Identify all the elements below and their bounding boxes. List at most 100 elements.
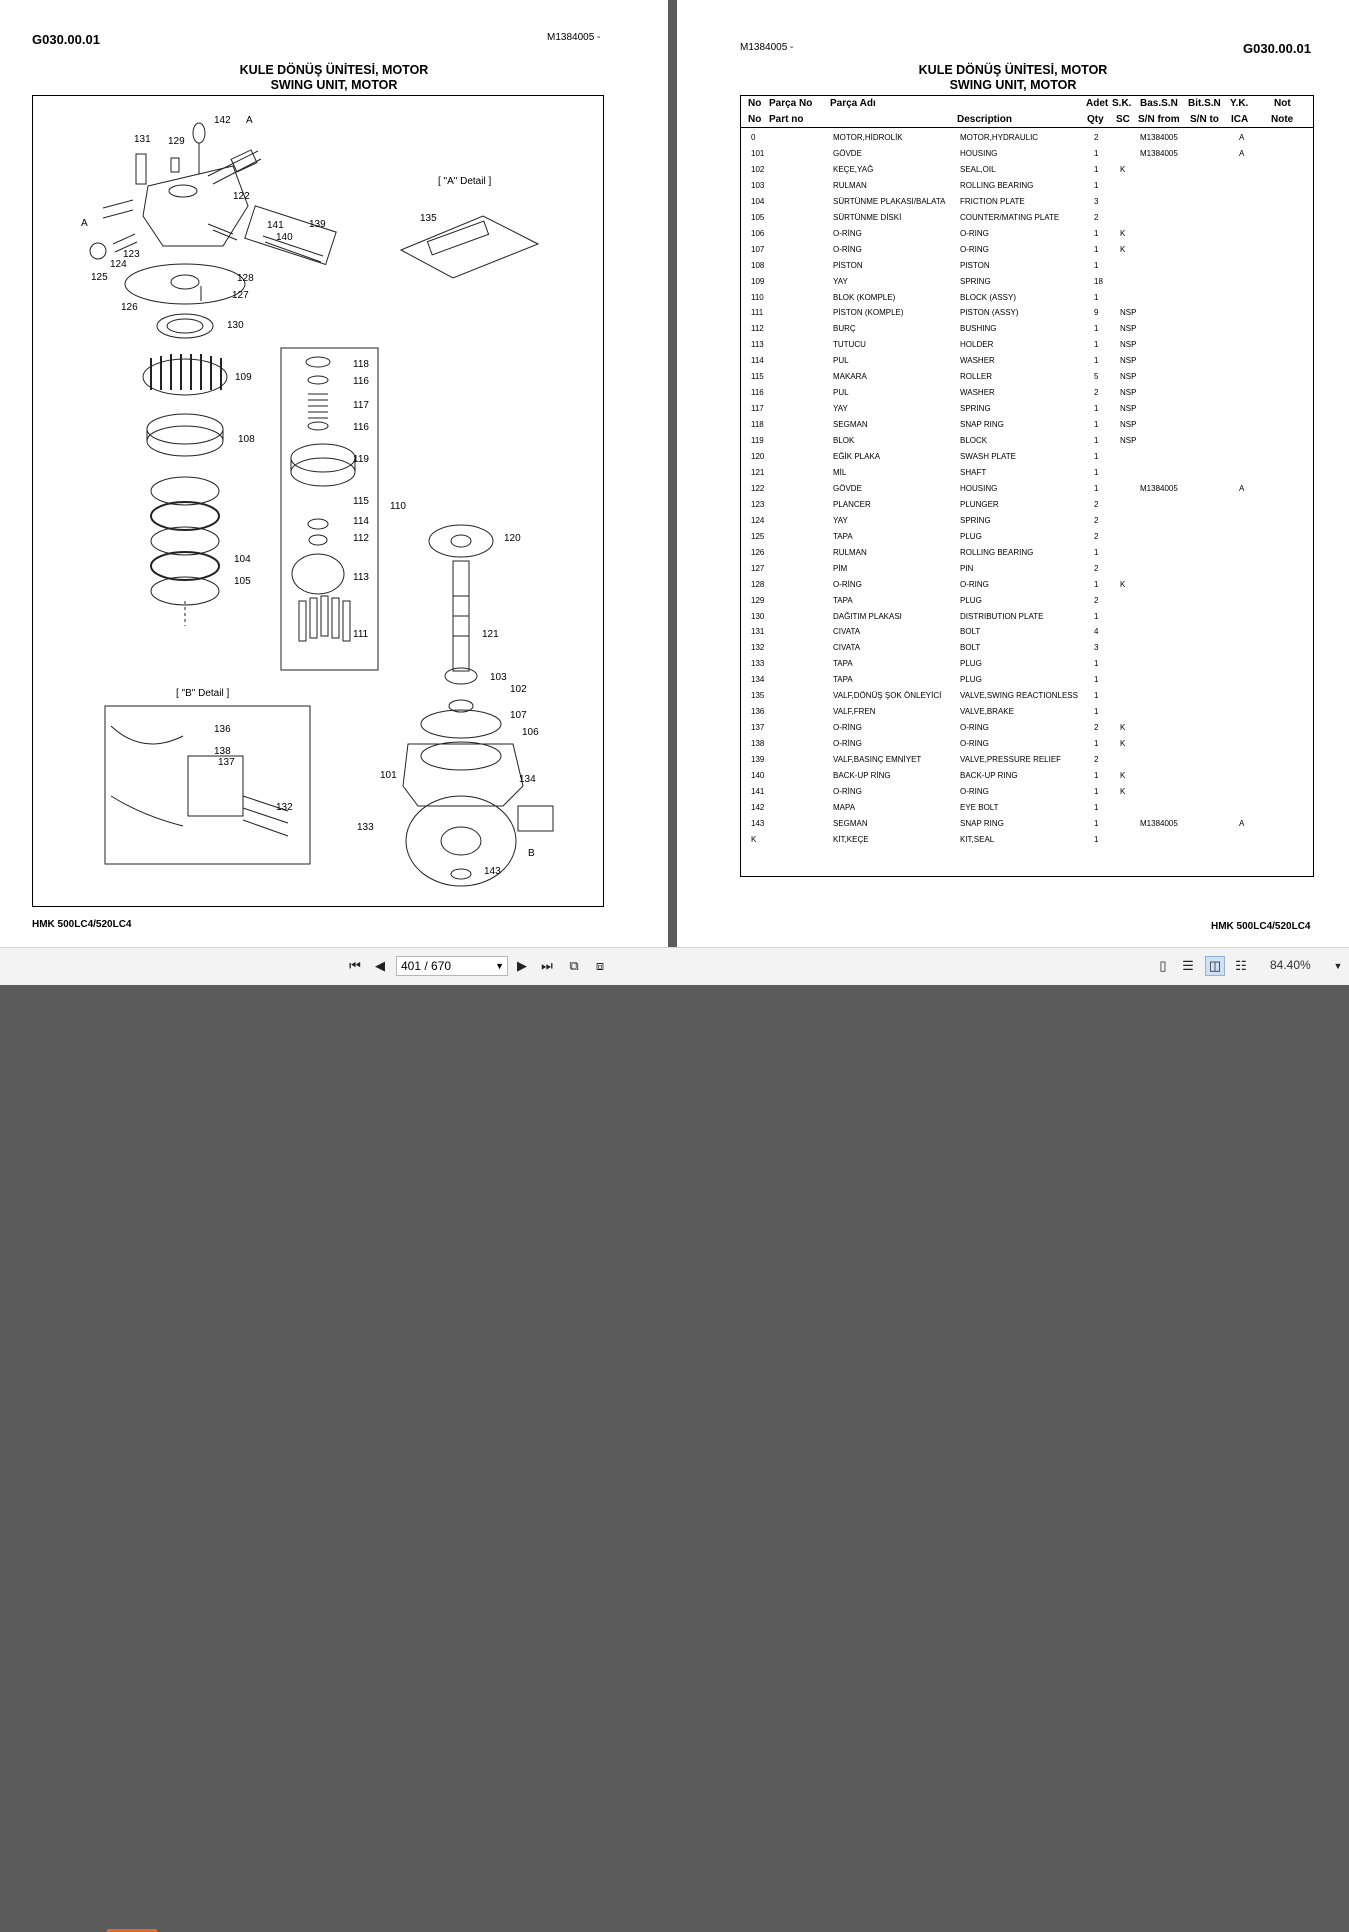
cell-en: O-RING bbox=[960, 786, 989, 796]
cell-qty: 1 bbox=[1094, 739, 1099, 749]
next-page-icon[interactable]: ▶ bbox=[517, 958, 527, 973]
cell-en: COUNTER/MATING PLATE bbox=[960, 212, 1060, 222]
cell-en: MOTOR,HYDRAULIC bbox=[960, 133, 1039, 142]
cell-qty: 1 bbox=[1094, 818, 1099, 828]
cell-no: 137 bbox=[751, 723, 765, 733]
cell-tr: VALF,BASINÇ EMNİYET bbox=[833, 755, 922, 765]
cell-en: SHAFT bbox=[960, 467, 987, 477]
cell-yk: A bbox=[1239, 483, 1245, 493]
cell-qty: 1 bbox=[1094, 611, 1099, 621]
cell-en: SPRING bbox=[960, 515, 991, 525]
two-page-icon[interactable]: ◫ bbox=[1205, 956, 1225, 976]
cell-no: 116 bbox=[751, 388, 764, 398]
cell-tr: CIVATA bbox=[833, 643, 861, 653]
cell-qty: 1 bbox=[1094, 547, 1099, 557]
cell-sc: NSP bbox=[1120, 356, 1137, 366]
zoom-level[interactable]: 84.40% bbox=[1270, 958, 1311, 972]
cell-no: 143 bbox=[751, 818, 765, 828]
cell-tr: O-RİNG bbox=[833, 228, 862, 238]
cell-qty: 5 bbox=[1094, 372, 1099, 382]
cell-qty: 1 bbox=[1094, 244, 1099, 254]
cell-no: 132 bbox=[751, 643, 765, 653]
cell-tr: MİL bbox=[833, 467, 847, 477]
cell-no: 133 bbox=[751, 659, 765, 669]
cell-tr: O-RİNG bbox=[833, 579, 862, 589]
cell-qty: 1 bbox=[1094, 707, 1099, 717]
col-note: Not bbox=[1274, 98, 1291, 109]
fit-page-icon[interactable]: ⧉ bbox=[569, 958, 579, 973]
header-divider bbox=[741, 127, 1313, 128]
callout: 129 bbox=[168, 136, 185, 147]
cell-tr: EĞİK PLAKA bbox=[833, 452, 881, 461]
cell-qty: 2 bbox=[1094, 515, 1099, 525]
callout: 118 bbox=[353, 359, 369, 370]
cell-tr: RULMAN bbox=[833, 547, 867, 557]
cell-qty: 1 bbox=[1094, 292, 1099, 302]
scroll-icon[interactable]: ☷ bbox=[1235, 958, 1247, 973]
callout: 123 bbox=[123, 249, 140, 260]
cell-en: PLUNGER bbox=[960, 499, 999, 509]
last-page-icon[interactable]: ⏭ bbox=[541, 958, 553, 973]
cell-no: 104 bbox=[751, 196, 765, 206]
cell-tr: GÖVDE bbox=[833, 148, 862, 158]
cell-no: 124 bbox=[751, 515, 765, 525]
cell-no: 140 bbox=[751, 771, 765, 780]
callout: 135 bbox=[420, 213, 437, 224]
cell-no: 114 bbox=[751, 356, 764, 366]
callout: 116 bbox=[353, 422, 369, 433]
callout: 126 bbox=[121, 302, 138, 313]
cell-no: 0 bbox=[751, 133, 756, 142]
cell-sn: M1384005 bbox=[1140, 133, 1178, 142]
cell-no: 121 bbox=[751, 467, 765, 477]
cell-en: ROLLER bbox=[960, 372, 993, 382]
col-ica: Y.K. bbox=[1230, 98, 1249, 109]
col-note-en: Note bbox=[1271, 114, 1294, 125]
col-sn-from-en: S/N from bbox=[1138, 114, 1180, 125]
cell-en: PISTON (ASSY) bbox=[960, 308, 1019, 318]
cell-tr: SÜRTÜNME DİSKİ bbox=[833, 212, 902, 222]
cell-no: 102 bbox=[751, 164, 765, 174]
callout: 141 bbox=[267, 220, 284, 231]
callout: 138 bbox=[214, 746, 231, 757]
callout: A bbox=[246, 115, 253, 126]
cell-tr: PUL bbox=[833, 356, 849, 366]
cell-sc: K bbox=[1120, 723, 1126, 733]
model-reference: M1384005 - bbox=[547, 32, 601, 43]
cell-no: 122 bbox=[751, 483, 765, 493]
cell-en: SNAP RING bbox=[960, 420, 1004, 430]
viewer-toolbar: ⏮ ◀ 401 / 670 ▼ ▶ ⏭ ⧉ ⧈ ▯ ☰ ◫ ☷ 84.40% ▼ bbox=[0, 947, 1349, 1932]
cell-en: O-RING bbox=[960, 579, 989, 589]
first-page-icon[interactable]: ⏮ bbox=[349, 958, 361, 973]
cell-tr: BLOK bbox=[833, 436, 855, 446]
callout: 127 bbox=[232, 290, 249, 301]
chevron-down-icon[interactable]: ▼ bbox=[495, 961, 504, 971]
cell-no: 113 bbox=[751, 340, 764, 350]
cell-sc: K bbox=[1120, 786, 1126, 796]
col-sn-to: Bit.S.N bbox=[1188, 98, 1221, 109]
continuous-icon[interactable]: ☰ bbox=[1182, 958, 1194, 973]
cell-qty: 2 bbox=[1094, 723, 1099, 733]
callout: 136 bbox=[214, 724, 231, 735]
cell-no: 139 bbox=[751, 755, 765, 765]
callout: 116 bbox=[353, 376, 369, 387]
cell-qty: 1 bbox=[1094, 148, 1099, 158]
cell-tr: CIVATA bbox=[833, 627, 861, 637]
single-page-icon[interactable]: ▯ bbox=[1159, 958, 1167, 973]
prev-page-icon[interactable]: ◀ bbox=[375, 958, 385, 973]
cell-tr: YAY bbox=[833, 515, 848, 525]
callout: 111 bbox=[353, 629, 369, 640]
fit-width-icon[interactable]: ⧈ bbox=[595, 958, 605, 973]
cell-qty: 1 bbox=[1094, 324, 1099, 334]
page-number-input[interactable]: 401 / 670 ▼ bbox=[396, 956, 508, 976]
zoom-dropdown-icon[interactable]: ▼ bbox=[1333, 961, 1343, 971]
cell-qty: 9 bbox=[1094, 308, 1099, 318]
